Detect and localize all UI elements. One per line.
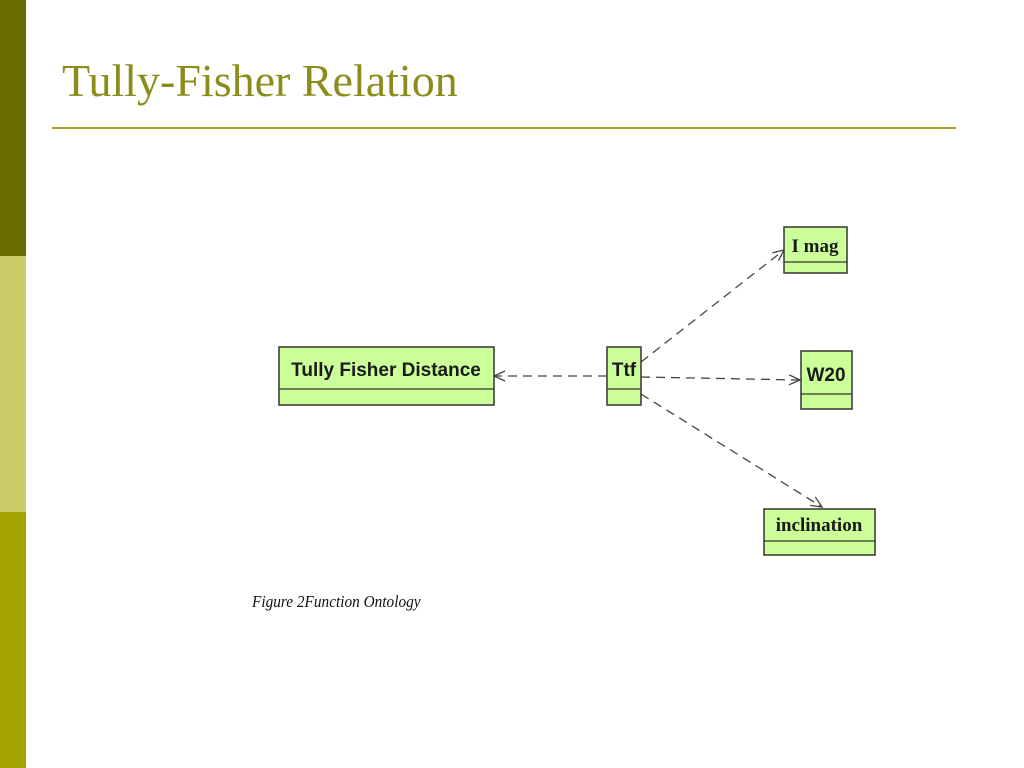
sidebar-band-bottom bbox=[0, 512, 26, 768]
title-underline bbox=[52, 127, 956, 129]
edge-ttf-to-inclination bbox=[640, 393, 824, 508]
edge-ttf-to-w20 bbox=[640, 374, 802, 386]
node-label-tully-fisher-distance: Tully Fisher Distance bbox=[291, 360, 481, 381]
node-label-inclination: inclination bbox=[776, 515, 863, 536]
node-ttf: Ttf bbox=[606, 346, 642, 406]
node-w20: W20 bbox=[800, 350, 853, 410]
node-label-i-mag: I mag bbox=[792, 236, 839, 257]
node-label-w20: W20 bbox=[806, 365, 845, 386]
sidebar-band-top bbox=[0, 0, 26, 256]
node-label-ttf: Ttf bbox=[612, 360, 637, 381]
node-inclination: inclination bbox=[763, 508, 876, 556]
sidebar-band-middle bbox=[0, 256, 26, 512]
node-i-mag: I mag bbox=[783, 226, 848, 274]
slide-title: Tully-Fisher Relation bbox=[62, 55, 458, 106]
edge-ttf-to-imag bbox=[640, 249, 786, 363]
node-tully-fisher-distance: Tully Fisher Distance bbox=[278, 346, 495, 406]
figure-caption: Figure 2Function Ontology bbox=[252, 592, 421, 611]
